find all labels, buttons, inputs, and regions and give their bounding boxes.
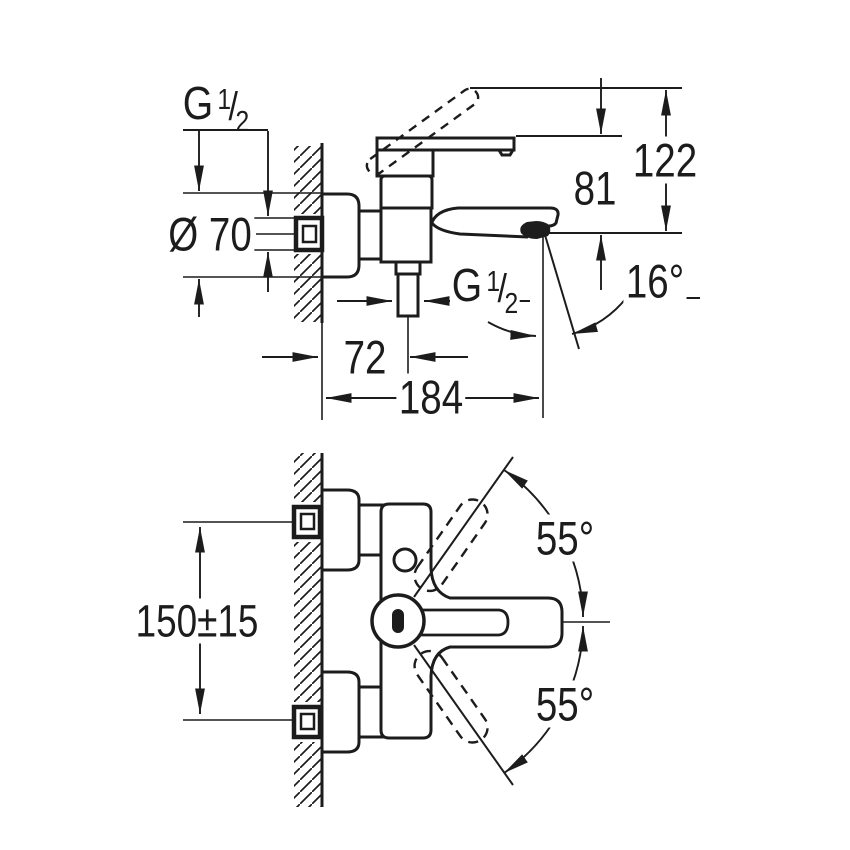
union-nut-side xyxy=(357,209,383,261)
mixer-body-plan xyxy=(379,502,564,740)
lever-blade xyxy=(375,136,516,152)
dim-text: G xyxy=(182,77,214,129)
swing-line-upper xyxy=(413,456,514,598)
escutcheon-plan-top xyxy=(320,488,361,572)
handle-slot xyxy=(421,608,510,637)
spout-underside xyxy=(430,222,529,239)
lever-tip-lip xyxy=(496,148,516,157)
dim-escutcheon-diameter: Ø 70 xyxy=(165,210,255,258)
dim-spout-angle: 16° xyxy=(623,257,687,305)
inlet-nut-side xyxy=(293,215,325,253)
escutcheon-side xyxy=(320,192,361,279)
dim-spout-height: 81 xyxy=(571,164,619,212)
outlet-thread-pipe xyxy=(396,272,420,318)
dim-lever-swing-lower: 55° xyxy=(533,680,597,728)
plan-view-linework xyxy=(183,453,610,807)
hub-keyhole xyxy=(392,609,404,633)
aerator xyxy=(520,221,551,239)
dim-connection-centers: 150±15 xyxy=(133,598,261,644)
swing-line-lower xyxy=(413,644,514,786)
dim-projection: 184 xyxy=(396,373,466,421)
inlet-nut-plan-top xyxy=(291,504,323,540)
screw-cap xyxy=(392,547,418,573)
dim-lever-swing-upper: 55° xyxy=(533,514,597,562)
mixer-body-side xyxy=(379,206,433,264)
cartridge-dome xyxy=(379,174,434,210)
lever-dashed-upper xyxy=(413,498,489,593)
lever-dashed-lower xyxy=(413,649,489,744)
outlet-step xyxy=(394,260,422,276)
lever-raised-dashed xyxy=(365,87,480,176)
escutcheon-plan-bottom xyxy=(320,670,361,754)
spout-top xyxy=(429,206,560,228)
side-view-linework xyxy=(183,78,700,420)
dim-overall-height: 122 xyxy=(630,136,700,184)
inlet-nut-plan-bottom xyxy=(291,704,323,740)
spout-angle-line xyxy=(544,234,580,350)
dim-outlet-offset: 72 xyxy=(341,333,389,381)
